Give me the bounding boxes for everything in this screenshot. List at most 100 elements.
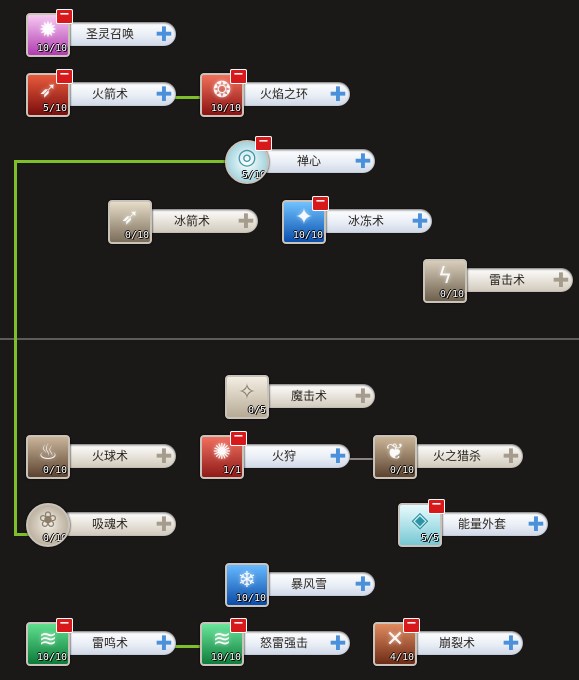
skill-shatter: 崩裂术✚ ✕4/10 − (373, 617, 533, 666)
skill-level: 10/10 (210, 652, 241, 663)
add-point-button[interactable]: ✚ (329, 444, 347, 468)
connector-firehunt-fireslaughter (325, 458, 375, 460)
add-point-button[interactable]: ✚ (354, 149, 372, 173)
skill-level: 10/10 (36, 43, 67, 54)
skill-bar: 怒雷强击 ✚ (232, 631, 350, 655)
remove-point-button[interactable]: − (312, 195, 329, 211)
add-point-button[interactable]: ✚ (237, 209, 255, 233)
skill-bar: 火焰之环✚ (232, 82, 350, 106)
skill-level: 5/10 (241, 170, 266, 181)
add-point-button[interactable]: ✚ (411, 209, 429, 233)
connector-thunder-wrath (152, 645, 202, 648)
blizzard-icon[interactable]: ❄10/10 (225, 563, 269, 607)
skill-name: 雷鸣术 (91, 636, 128, 650)
add-point-button[interactable]: ✚ (502, 631, 520, 655)
skill-bar: 冰冻术✚ (314, 209, 432, 233)
skill-bar: 吸魂术 ✚ (58, 512, 176, 536)
ice-arrow-icon[interactable]: ➶0/10 (108, 200, 152, 244)
add-point-button[interactable]: ✚ (155, 631, 173, 655)
skill-bar: 火球术✚ (58, 444, 176, 468)
skill-level: 10/10 (210, 103, 241, 114)
meditation-icon[interactable]: ◎5/10 (225, 140, 269, 184)
skill-name: 怒雷强击 (259, 636, 308, 650)
remove-point-button[interactable]: − (230, 617, 247, 633)
skill-name: 雷击术 (488, 273, 525, 287)
skill-level: 0/10 (42, 533, 67, 544)
skill-level: 10/10 (36, 652, 67, 663)
add-point-button[interactable]: ✚ (155, 22, 173, 46)
section-divider (0, 338, 579, 340)
skill-freeze: 冰冻术✚ ✦10/10 − (282, 195, 442, 244)
skill-level: 5/5 (420, 533, 439, 544)
remove-point-button[interactable]: − (428, 498, 445, 514)
skill-bar: 崩裂术 ✚ (405, 631, 523, 655)
skill-fire-hunt: 火狩 ✚ ✺1/1 − (200, 430, 360, 479)
skill-bar: 火狩 ✚ (232, 444, 350, 468)
add-point-button[interactable]: ✚ (527, 512, 545, 536)
skill-wrath-thunder: 怒雷强击✚ ≋10/10 − (200, 617, 360, 666)
skill-level: 10/10 (235, 593, 266, 604)
skill-fire-arrow: 火箭术✚ ➶5/10 − (26, 68, 186, 117)
skill-soul-drain: 吸魂术 ✚ ❀0/10 (26, 503, 186, 547)
skill-level: 0/10 (389, 465, 414, 476)
magic-strike-icon[interactable]: ✧0/5 (225, 375, 269, 419)
skill-bar: 暴风雪 ✚ (257, 572, 375, 596)
skill-level: 5/10 (42, 103, 67, 114)
fireball-icon[interactable]: ♨0/10 (26, 435, 70, 479)
add-point-button[interactable]: ✚ (155, 512, 173, 536)
skill-bar: 雷击术 ✚ (455, 268, 573, 292)
skill-bar: 能量外套 ✚ (430, 512, 548, 536)
energy-cloak-icon[interactable]: ◈5/5 (398, 503, 442, 547)
skill-bar: 火箭术✚ (58, 82, 176, 106)
add-point-button[interactable]: ✚ (552, 268, 570, 292)
skill-bar: 禅心 ✚ (257, 149, 375, 173)
skill-level: 10/10 (292, 230, 323, 241)
skill-fire-ring: 火焰之环✚ ❂10/10 − (200, 68, 360, 117)
soul-drain-icon[interactable]: ❀0/10 (26, 503, 70, 547)
fire-hunt-icon[interactable]: ✺1/1 (200, 435, 244, 479)
skill-bar: 火之猎杀 ✚ (405, 444, 523, 468)
skill-bar: 冰箭术✚ (140, 209, 258, 233)
skill-level: 0/5 (247, 405, 266, 416)
skill-name: 圣灵召唤 (85, 27, 134, 41)
remove-point-button[interactable]: − (56, 68, 73, 84)
skill-ice-arrow: 冰箭术✚ ➶0/10 (108, 200, 268, 244)
remove-point-button[interactable]: − (403, 617, 420, 633)
remove-point-button[interactable]: − (230, 68, 247, 84)
skill-energy-cloak: 能量外套 ✚ ◈5/5 − (398, 498, 558, 547)
skill-name: 火狩 (271, 449, 296, 463)
add-point-button[interactable]: ✚ (502, 444, 520, 468)
fire-slaughter-icon[interactable]: ❦0/10 (373, 435, 417, 479)
skill-name: 崩裂术 (438, 636, 475, 650)
add-point-button[interactable]: ✚ (354, 572, 372, 596)
skill-name: 暴风雪 (290, 577, 327, 591)
add-point-button[interactable]: ✚ (329, 82, 347, 106)
remove-point-button[interactable]: − (56, 8, 73, 24)
skill-name: 能量外套 (457, 517, 506, 531)
remove-point-button[interactable]: − (56, 617, 73, 633)
skill-level: 0/10 (124, 230, 149, 241)
skill-fireball: 火球术✚ ♨0/10 (26, 435, 186, 479)
skill-thunder-roar: 雷鸣术✚ ≋10/10 − (26, 617, 186, 666)
remove-point-button[interactable]: − (230, 430, 247, 446)
connector-soul-drain (14, 533, 30, 536)
skill-bar: 魔击术✚ (257, 384, 375, 408)
skill-name: 吸魂术 (91, 517, 128, 531)
add-point-button[interactable]: ✚ (155, 444, 173, 468)
add-point-button[interactable]: ✚ (155, 82, 173, 106)
remove-point-button[interactable]: − (255, 135, 272, 151)
skill-name: 火之猎杀 (432, 449, 481, 463)
connector-zen-branch (15, 160, 227, 163)
add-point-button[interactable]: ✚ (354, 384, 372, 408)
skill-level: 1/1 (222, 465, 241, 476)
add-point-button[interactable]: ✚ (329, 631, 347, 655)
skill-bar: 雷鸣术 ✚ (58, 631, 176, 655)
skill-name: 禅心 (296, 154, 321, 168)
sparkle-icon[interactable]: ✹10/10 (26, 13, 70, 57)
skill-fire-slaughter: 火之猎杀 ✚ ❦0/10 (373, 435, 533, 479)
skill-holy-summon: 圣灵召唤 ✚ ✹10/10 − (26, 8, 186, 57)
skill-blizzard: 暴风雪 ✚ ❄10/10 (225, 563, 385, 607)
